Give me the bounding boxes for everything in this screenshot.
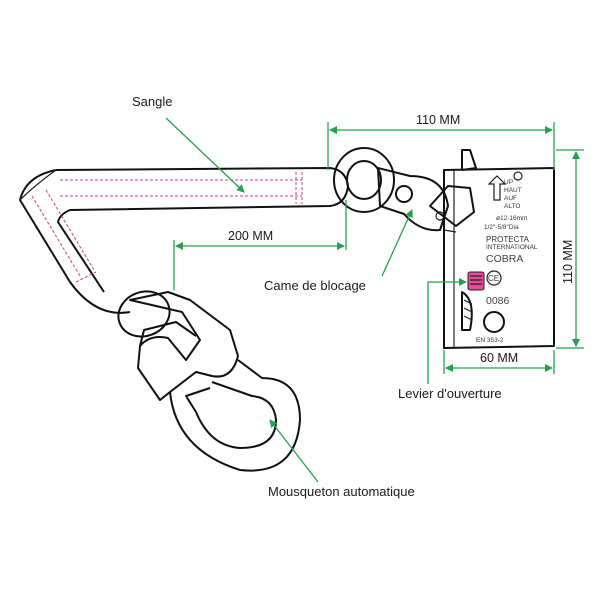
- label-cam: Came de blocage: [264, 278, 366, 293]
- arrow-text-haut: HAUT: [504, 187, 522, 194]
- notified-body: 0086: [486, 295, 510, 307]
- dimension-110mm-right: 110 MM: [556, 149, 584, 349]
- ce-mark: CE: [488, 274, 499, 283]
- dimension-110mm-top: 110 MM: [327, 113, 555, 170]
- connector-ring: [333, 147, 395, 213]
- arrow-text-alto: ALTO: [504, 203, 520, 210]
- ce-badge: [486, 270, 502, 286]
- callout-lever: Levier d'ouverture: [398, 278, 502, 401]
- rope-spec-2: 1/2"-5/8"Dia: [484, 224, 519, 231]
- rivet: [483, 311, 505, 333]
- callout-cam: Came de blocage: [264, 209, 413, 293]
- dimension-label-height: 110 MM: [561, 240, 575, 284]
- dimension-label-width-top: 110 MM: [416, 113, 460, 127]
- label-strap: Sangle: [132, 94, 172, 109]
- dimension-label-strap: 200 MM: [228, 229, 273, 243]
- automatic-carabiner: [117, 290, 301, 472]
- brand-name: PROTECTA: [486, 235, 530, 244]
- callout-hook: Mousqueton automatique: [268, 419, 415, 499]
- fall-arrester-body: UP HAUT AUF ALTO ø12-16mm 1/2"-5/8"Dia P…: [443, 149, 555, 349]
- label-lever: Levier d'ouverture: [398, 386, 502, 401]
- arrow-text-up: UP: [504, 179, 513, 186]
- dimension-200mm: 200 MM: [173, 200, 347, 290]
- arrow-text-auf: AUF: [504, 195, 517, 202]
- brand-subtitle: INTERNATIONAL: [486, 244, 538, 251]
- opening-lever-button: [467, 271, 485, 291]
- dimension-60mm-bottom: 60 MM: [443, 350, 555, 374]
- label-hook: Mousqueton automatique: [268, 484, 415, 499]
- standard-label: EN 353-2: [476, 337, 504, 344]
- rope-spec-1: ø12-16mm: [496, 215, 527, 222]
- locking-cam: [377, 167, 475, 232]
- dimension-label-width-bottom: 60 MM: [480, 351, 518, 365]
- callout-strap: Sangle: [132, 94, 245, 193]
- model-name: COBRA: [486, 253, 523, 265]
